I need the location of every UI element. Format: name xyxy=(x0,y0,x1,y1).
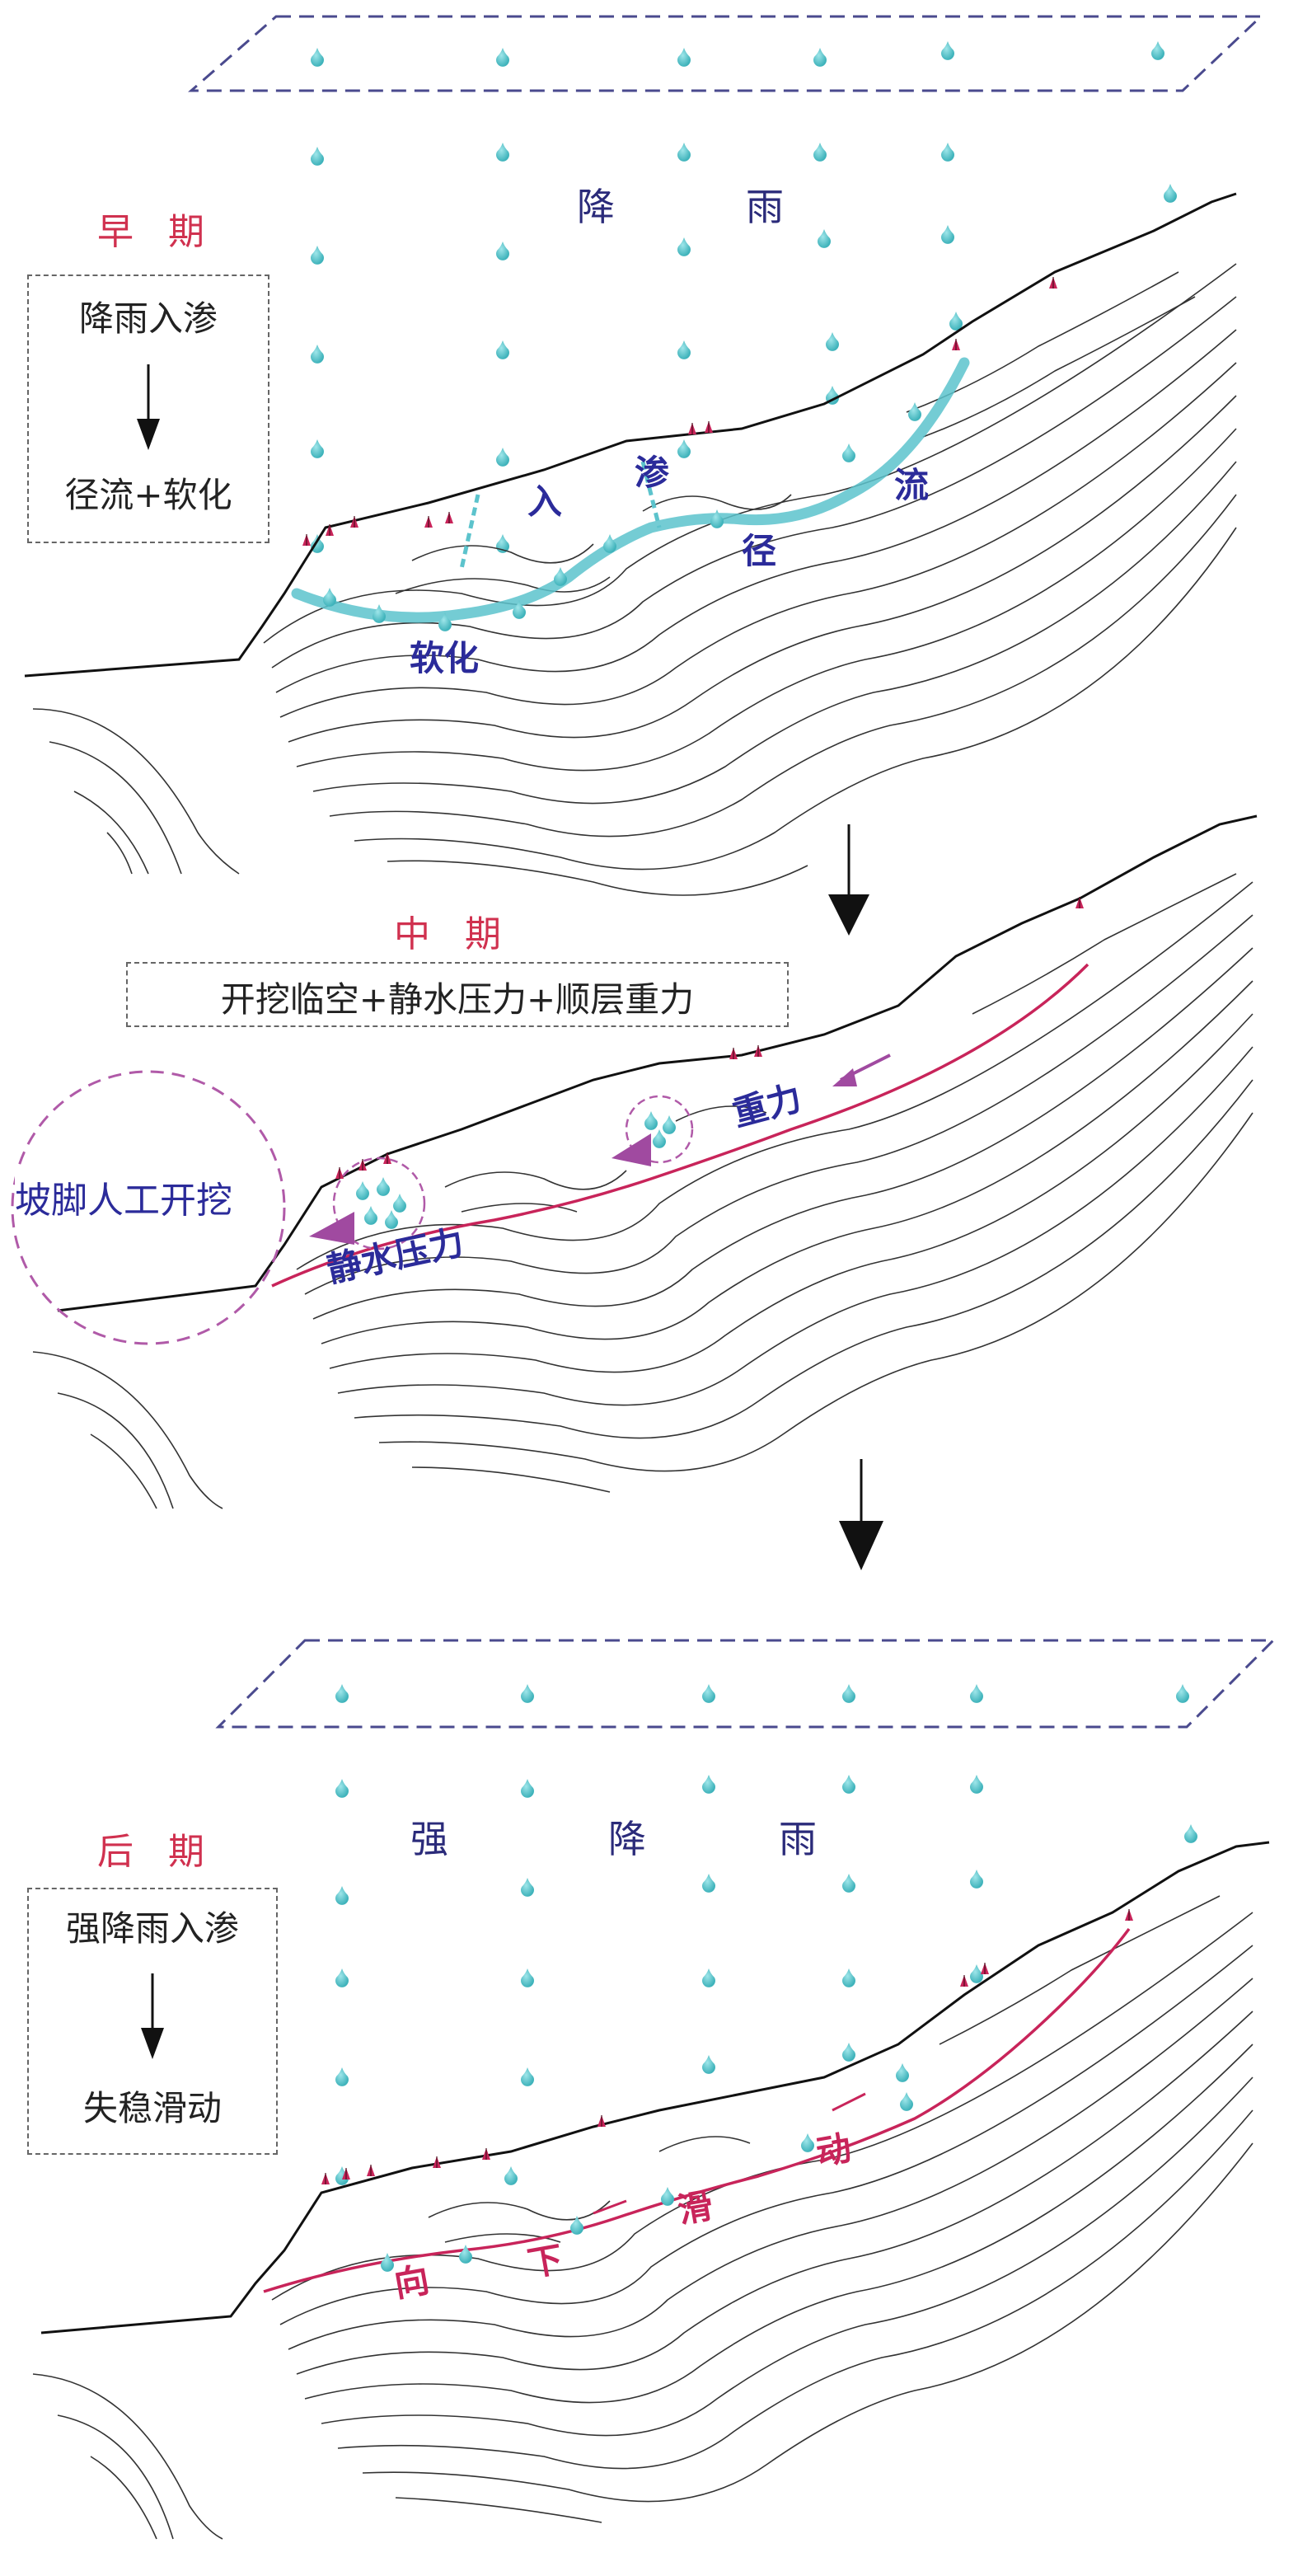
late-stage-title: 后 期 xyxy=(97,1831,216,1873)
middle-stage-title: 中 期 xyxy=(394,913,513,955)
soften-label: 软化 xyxy=(410,638,480,678)
slope-surface xyxy=(57,814,1258,1312)
infiltration-char-2: 渗 xyxy=(635,453,670,493)
rain-word-2: 雨 xyxy=(746,185,784,229)
slope-surface xyxy=(24,192,1237,678)
slip-surface xyxy=(263,1927,1131,2293)
tension-cracks xyxy=(321,1908,1134,2185)
rain-word-1: 降 xyxy=(577,185,615,229)
rock-strata xyxy=(32,263,1237,896)
down-arrow-icon xyxy=(839,1459,883,1570)
rain-plane xyxy=(188,15,1264,92)
middle-mechanism-box: 开挖临空+静水压力+顺层重力 xyxy=(126,962,789,1027)
early-flow-box: 降雨入渗 径流+软化 xyxy=(27,274,269,543)
early-stage-title: 早 期 xyxy=(97,211,216,253)
strong-rain-word-3: 雨 xyxy=(779,1817,817,1861)
early-flow-top: 降雨入渗 xyxy=(78,298,218,339)
late-stage-panel xyxy=(32,1639,1277,2540)
water-runoff-path xyxy=(291,357,970,623)
rock-strata xyxy=(32,873,1253,1509)
gravity-circle xyxy=(625,1095,694,1164)
slope-surface xyxy=(40,1841,1270,2334)
down-arrow-icon xyxy=(137,364,160,450)
rock-strata xyxy=(32,1895,1253,2540)
runoff-char-2: 流 xyxy=(894,465,930,505)
strong-rain-word-2: 降 xyxy=(608,1817,646,1861)
excavation-label: 坡脚人工开挖 xyxy=(15,1171,232,1223)
raindrop-field xyxy=(335,1684,1197,2185)
pore-water-drops xyxy=(356,1111,676,1229)
gravity-arrow xyxy=(832,1053,891,1086)
early-flow-bottom: 径流+软化 xyxy=(64,475,232,515)
push-arrow-icon xyxy=(309,1212,354,1245)
rain-plane xyxy=(215,1639,1277,1729)
down-arrow-icon xyxy=(141,1973,164,2059)
slide-arrows xyxy=(593,2092,866,2215)
middle-mechanism-text: 开挖临空+静水压力+顺层重力 xyxy=(220,979,695,1020)
late-flow-top: 强降雨入渗 xyxy=(65,1908,239,1949)
raindrop-field xyxy=(311,41,1177,553)
early-stage-panel xyxy=(24,15,1264,896)
infiltration-path xyxy=(459,461,662,570)
excavation-circle xyxy=(11,1070,286,1345)
hydrostatic-circle xyxy=(332,1157,426,1250)
middle-stage-panel xyxy=(11,814,1258,1509)
soil-water-drops xyxy=(381,2092,913,2272)
late-flow-box: 强降雨入渗 失稳滑动 xyxy=(27,1888,278,2155)
strong-rain-word-1: 强 xyxy=(410,1817,448,1861)
potential-slip-surface xyxy=(271,963,1089,1288)
late-flow-bottom: 失稳滑动 xyxy=(82,2088,222,2128)
down-arrow-icon xyxy=(828,824,869,936)
runoff-char-1: 径 xyxy=(742,531,777,571)
push-arrow-icon xyxy=(612,1133,651,1166)
infiltration-char-1: 入 xyxy=(527,481,563,522)
